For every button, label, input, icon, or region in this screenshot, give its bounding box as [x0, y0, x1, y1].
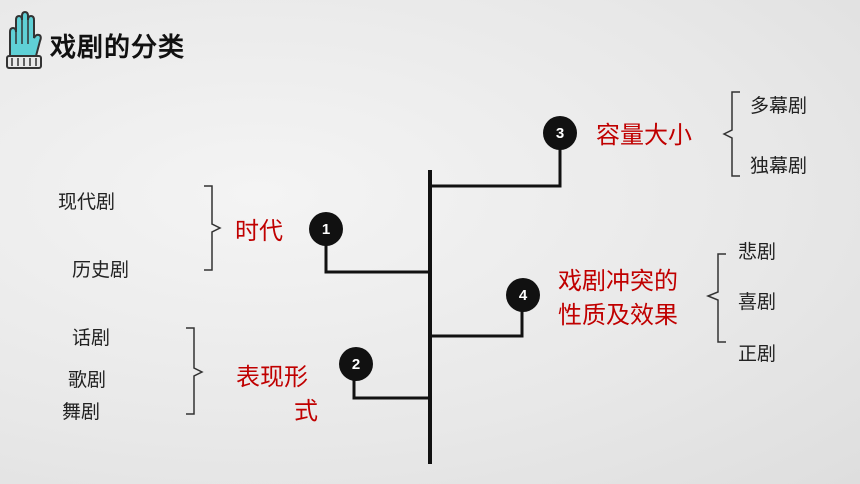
branch-3-item-1: 多幕剧: [750, 95, 808, 117]
branch-2-number: 2: [339, 347, 373, 381]
page-title: 戏剧的分类: [50, 33, 186, 63]
branch-2-item-2: 歌剧: [68, 369, 107, 391]
brace-branch-1: [204, 185, 222, 271]
branch-2-connector: [352, 378, 430, 400]
branch-3-connector: [430, 148, 562, 188]
branch-2-label-line2: 式: [294, 397, 318, 425]
branch-2-label-line1: 表现形: [236, 363, 308, 391]
glove-hand-icon: [6, 10, 42, 69]
brace-branch-3: [722, 91, 740, 177]
branch-4-label-line2: 性质及效果: [558, 301, 678, 329]
branch-4-item-1: 悲剧: [738, 241, 777, 263]
branch-1-number: 1: [309, 212, 343, 246]
branch-3-item-2: 独幕剧: [750, 155, 808, 177]
branch-2-item-1: 话剧: [72, 327, 111, 349]
branch-4-item-2: 喜剧: [738, 291, 777, 313]
branch-3-number: 3: [543, 116, 577, 150]
branch-1-item-1: 现代剧: [58, 191, 116, 213]
branch-2-item-3: 舞剧: [62, 401, 101, 423]
branch-3-label: 容量大小: [596, 121, 692, 149]
branch-1-item-2: 历史剧: [72, 259, 130, 281]
brace-branch-2: [186, 327, 204, 415]
branch-4-label-line1: 戏剧冲突的: [558, 267, 678, 295]
branch-4-item-3: 正剧: [738, 343, 777, 365]
branch-4-connector: [430, 310, 524, 338]
brace-branch-4: [705, 253, 726, 343]
branch-1-connector: [324, 244, 430, 274]
branch-4-number: 4: [506, 278, 540, 312]
branch-1-label: 时代: [235, 217, 283, 245]
